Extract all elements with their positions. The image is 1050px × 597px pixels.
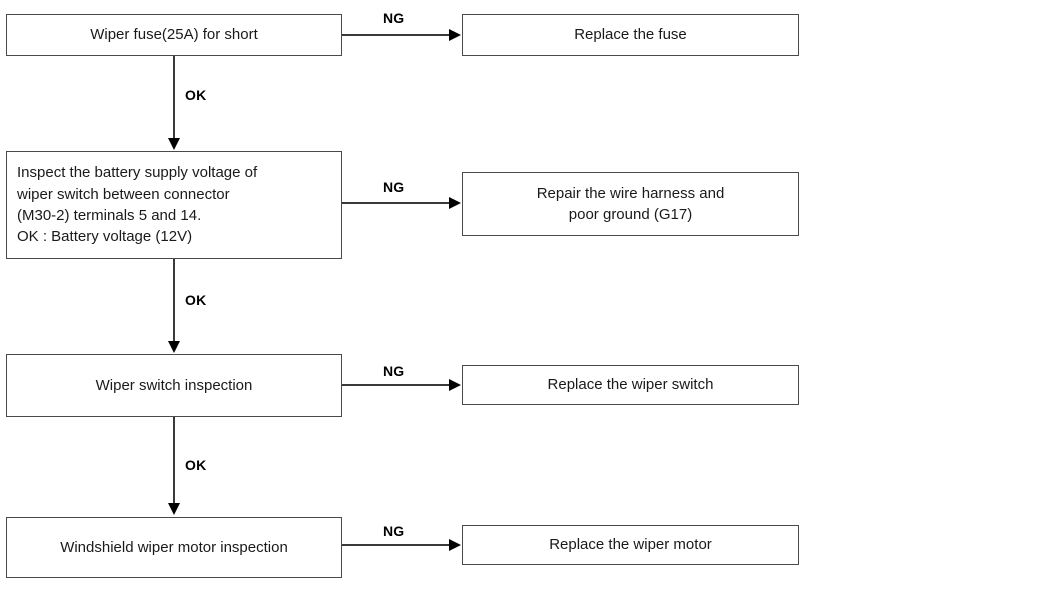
check-node-3-label: Wiper switch inspection — [95, 376, 253, 394]
ng-arrowhead-1 — [449, 29, 461, 41]
ok-connector-1 — [173, 56, 175, 140]
ng-connector-1 — [342, 34, 452, 36]
ok-connector-2 — [173, 259, 175, 343]
check-node-3[interactable]: Wiper switch inspection — [6, 354, 342, 417]
ng-connector-2 — [342, 202, 452, 204]
result-node-1-label: Replace the fuse — [574, 26, 687, 44]
result-node-4[interactable]: Replace the wiper motor — [462, 525, 799, 565]
ok-label-3: OK — [185, 457, 207, 473]
check-node-1-label: Wiper fuse(25A) for short — [90, 26, 258, 44]
ok-arrowhead-3 — [168, 503, 180, 515]
check-node-1[interactable]: Wiper fuse(25A) for short — [6, 14, 342, 56]
ok-connector-3 — [173, 417, 175, 505]
ng-arrowhead-4 — [449, 539, 461, 551]
check-node-2[interactable]: Inspect the battery supply voltage of wi… — [6, 151, 342, 259]
ok-arrowhead-2 — [168, 341, 180, 353]
ng-arrowhead-2 — [449, 197, 461, 209]
ng-label-3: NG — [383, 363, 405, 379]
ok-label-1: OK — [185, 87, 207, 103]
check-node-4[interactable]: Windshield wiper motor inspection — [6, 517, 342, 578]
check-node-2-label: Inspect the battery supply voltage of wi… — [17, 164, 258, 246]
result-node-4-label: Replace the wiper motor — [549, 536, 712, 554]
result-node-2[interactable]: Repair the wire harness and poor ground … — [462, 172, 799, 236]
ng-label-4: NG — [383, 523, 405, 539]
ok-label-2: OK — [185, 292, 207, 308]
ok-arrowhead-1 — [168, 138, 180, 150]
ng-connector-4 — [342, 544, 452, 546]
result-node-1[interactable]: Replace the fuse — [462, 14, 799, 56]
result-node-2-label: Repair the wire harness and poor ground … — [536, 184, 725, 223]
ng-label-2: NG — [383, 179, 405, 195]
result-node-3-label: Replace the wiper switch — [547, 376, 714, 394]
result-node-3[interactable]: Replace the wiper switch — [462, 365, 799, 405]
ng-arrowhead-3 — [449, 379, 461, 391]
check-node-4-label: Windshield wiper motor inspection — [60, 538, 288, 556]
ng-label-1: NG — [383, 10, 405, 26]
ng-connector-3 — [342, 384, 452, 386]
